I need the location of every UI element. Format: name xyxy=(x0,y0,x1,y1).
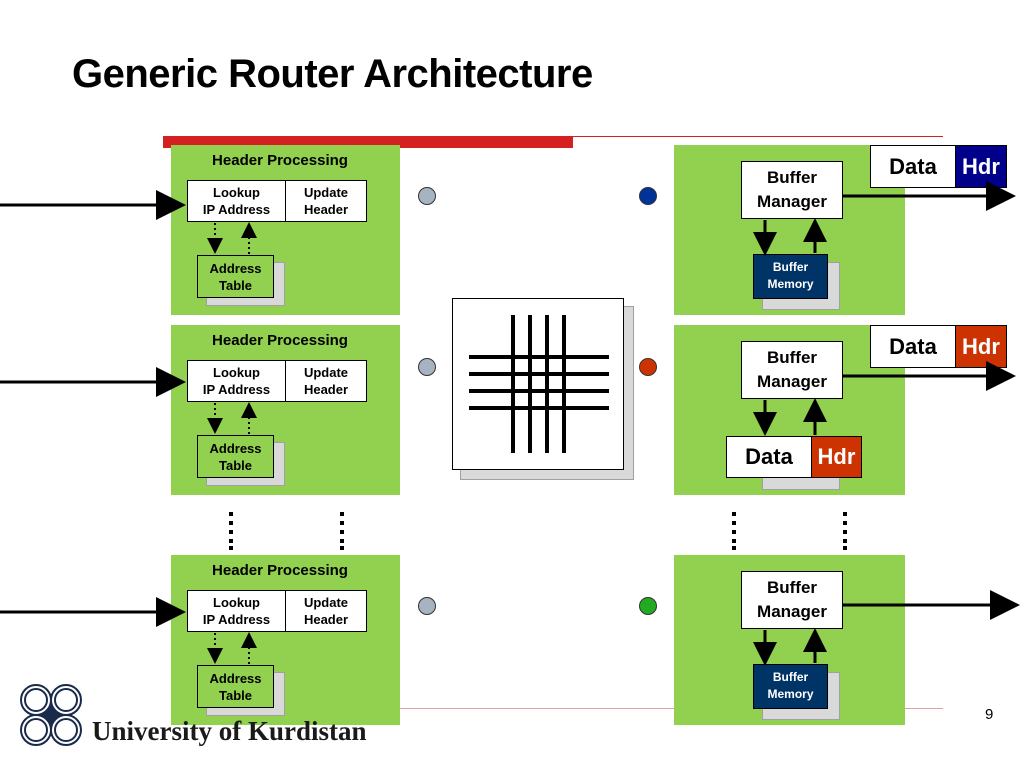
lookup-ip-address-2: Lookup IP Address xyxy=(187,360,286,402)
update-header-3: Update Header xyxy=(285,590,367,632)
output-dot-1 xyxy=(639,187,657,205)
buffer-manager-2: Buffer Manager xyxy=(741,341,843,399)
input-dot-3 xyxy=(418,597,436,615)
slide-title: Generic Router Architecture xyxy=(72,52,593,96)
header-processing-title-1: Header Processing xyxy=(212,152,348,169)
outgoing-packet-hdr-2: Hdr xyxy=(955,325,1007,368)
address-table-1: Address Table xyxy=(197,255,274,298)
title-red-line xyxy=(573,136,943,137)
buffer-manager-1: Buffer Manager xyxy=(741,161,843,219)
header-processing-title-3: Header Processing xyxy=(212,562,348,579)
crossbar-switch xyxy=(452,298,624,470)
page-number: 9 xyxy=(985,706,994,723)
outgoing-packet-hdr-1: Hdr xyxy=(955,145,1007,188)
update-header-2: Update Header xyxy=(285,360,367,402)
outgoing-packet-data-1: Data xyxy=(870,145,956,188)
update-header-1: Update Header xyxy=(285,180,367,222)
ellipsis-dots-right-1 xyxy=(732,512,736,550)
footer-line xyxy=(400,708,943,709)
crossbar-grid-icon xyxy=(469,315,609,453)
buffered-packet-hdr: Hdr xyxy=(811,436,862,478)
buffer-memory-1: Buffer Memory xyxy=(753,254,828,299)
lookup-ip-address-3: Lookup IP Address xyxy=(187,590,286,632)
address-table-3: Address Table xyxy=(197,665,274,708)
buffer-memory-3: Buffer Memory xyxy=(753,664,828,709)
ellipsis-dots-left-1 xyxy=(229,512,233,550)
university-name: University of Kurdistan xyxy=(92,716,367,746)
ellipsis-dots-right-2 xyxy=(843,512,847,550)
address-table-2: Address Table xyxy=(197,435,274,478)
output-dot-2 xyxy=(639,358,657,376)
university-logo-icon xyxy=(14,678,88,752)
buffer-manager-3: Buffer Manager xyxy=(741,571,843,629)
input-dot-2 xyxy=(418,358,436,376)
input-dot-1 xyxy=(418,187,436,205)
ellipsis-dots-left-2 xyxy=(340,512,344,550)
output-dot-3 xyxy=(639,597,657,615)
header-processing-title-2: Header Processing xyxy=(212,332,348,349)
buffered-packet-data: Data xyxy=(726,436,812,478)
